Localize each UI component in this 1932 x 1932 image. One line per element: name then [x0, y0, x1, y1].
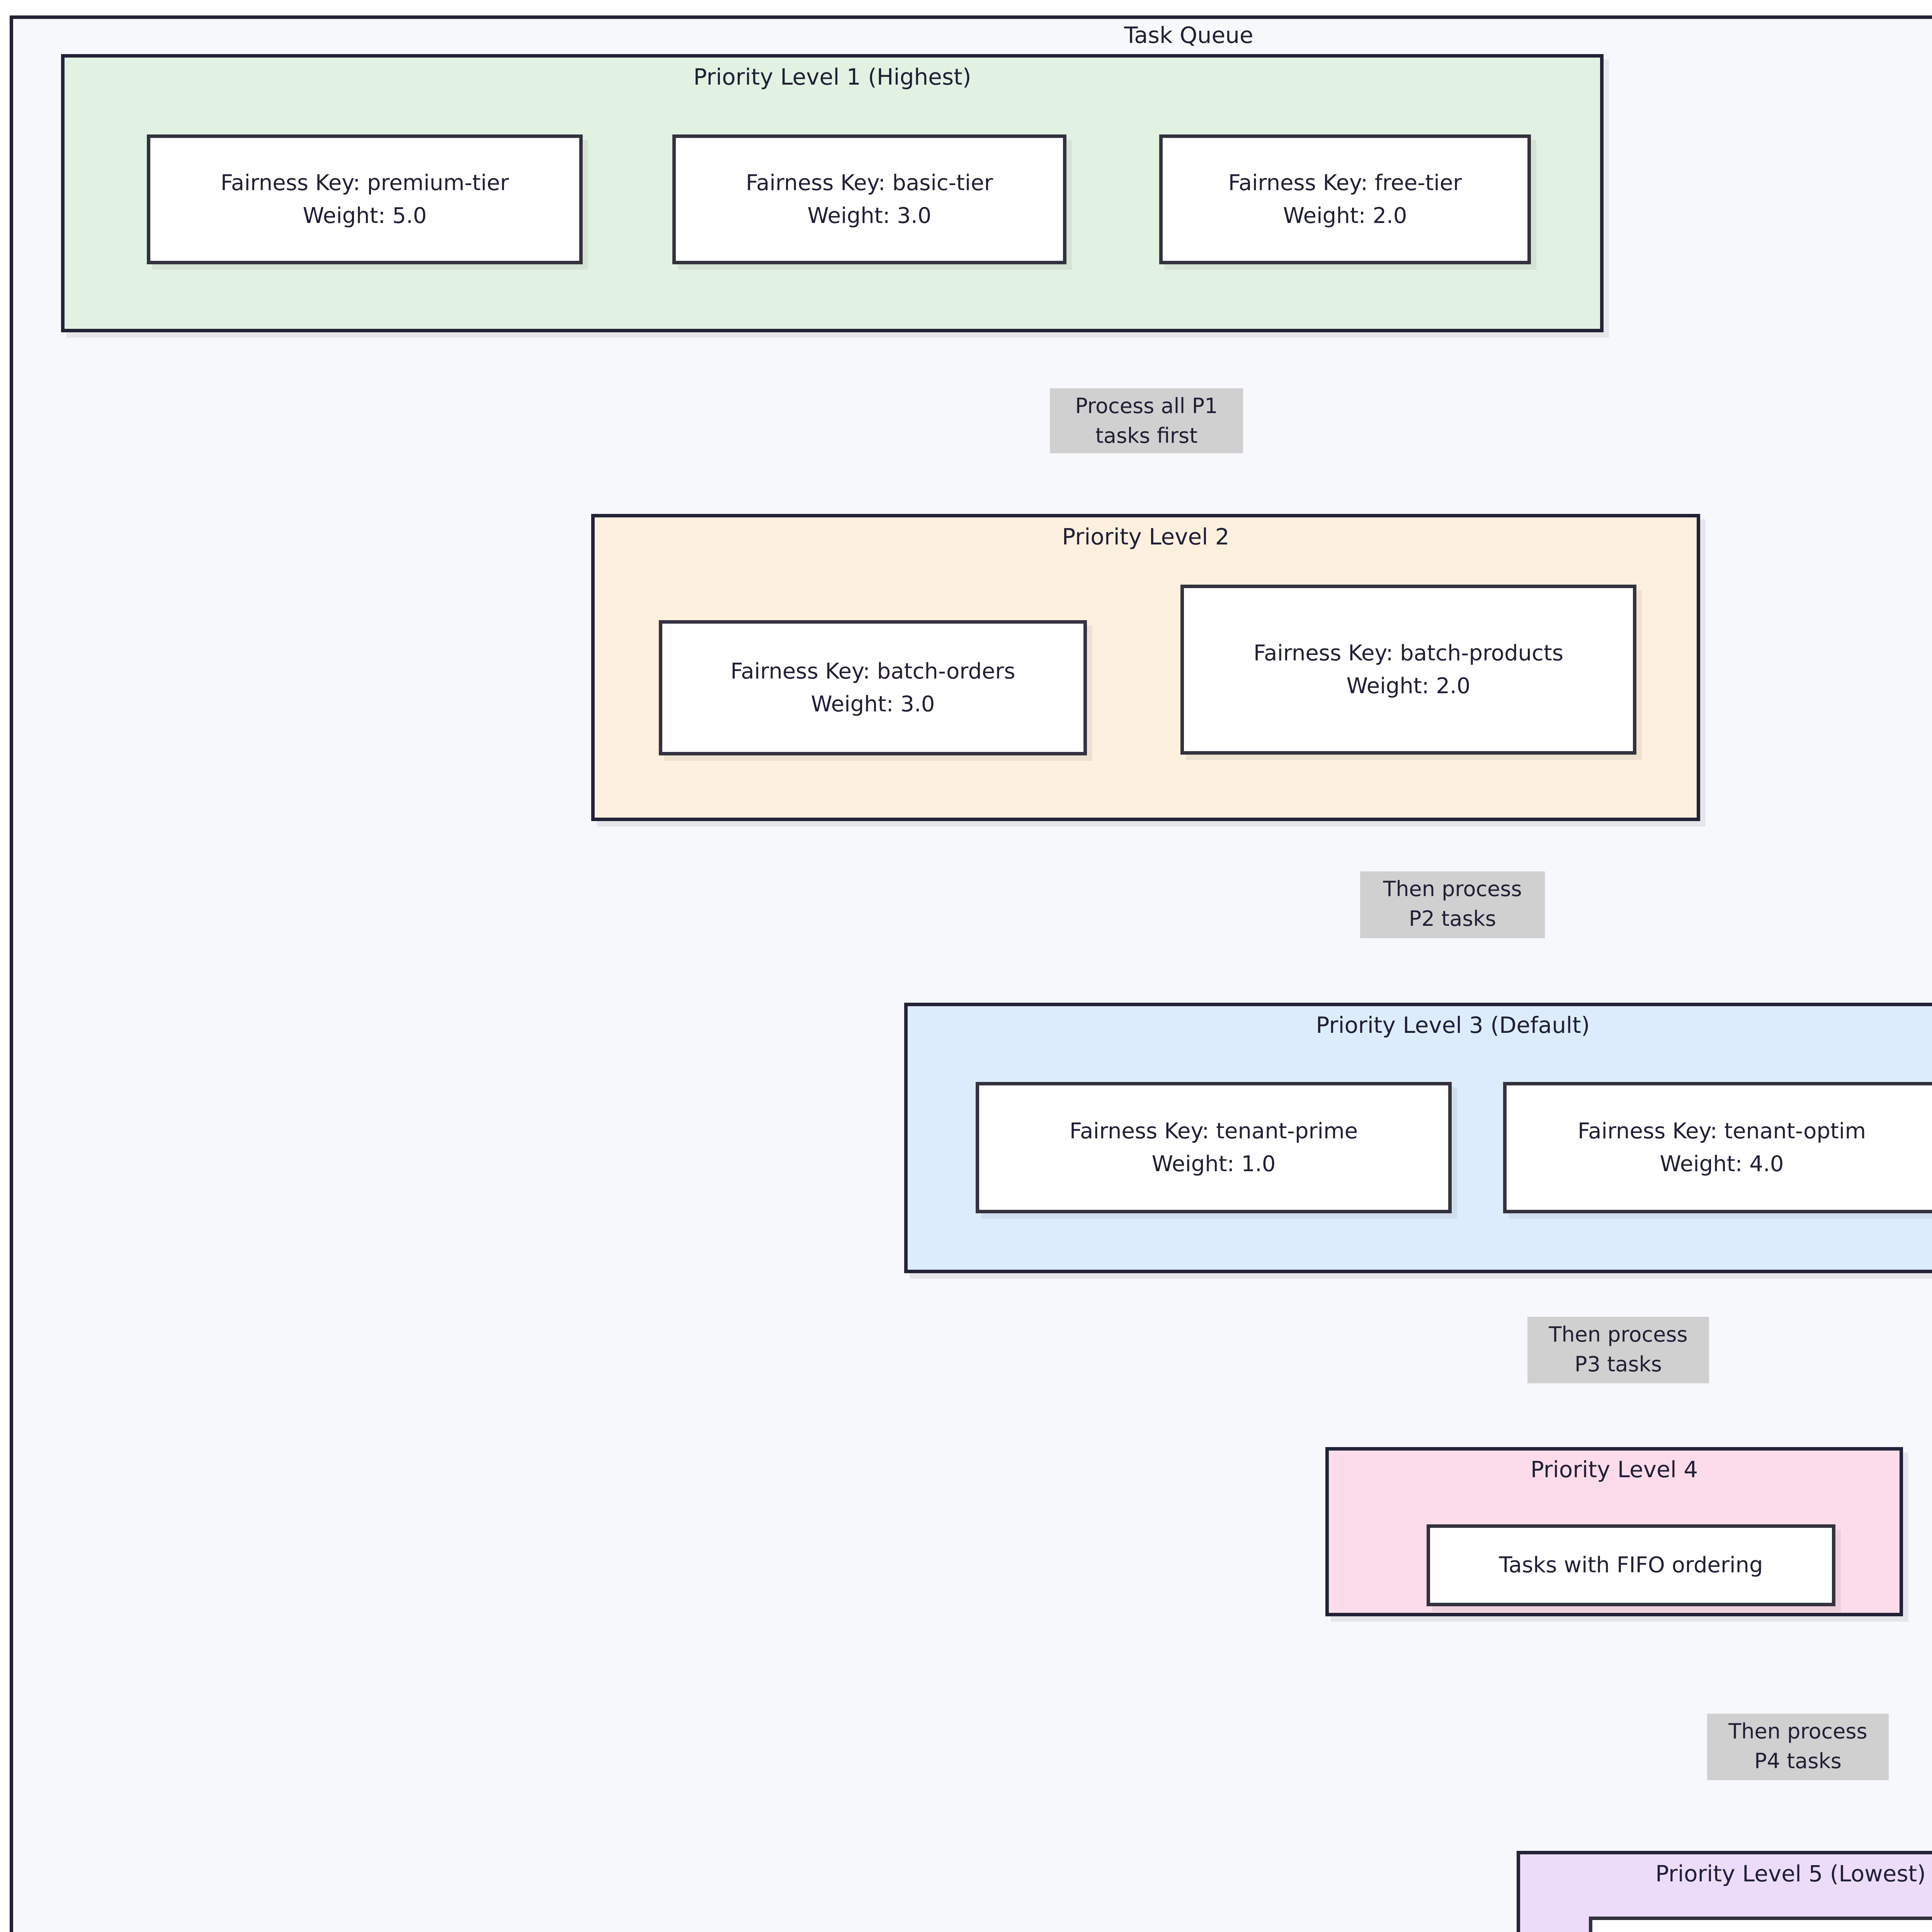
edge-label-then-process-p3-tasks: Then process P3 tasks: [1527, 1317, 1709, 1383]
node-fairness-key-batch-products[interactable]: Fairness Key: batch-products Weight: 2.0: [1180, 585, 1636, 755]
node-fairness-key-free-tier[interactable]: Fairness Key: free-tier Weight: 2.0: [1159, 134, 1531, 264]
node-fairness-key: Fairness Key: batch-products: [1253, 640, 1564, 666]
node-fairness-key-premium-tier[interactable]: Fairness Key: premium-tier Weight: 5.0: [147, 134, 583, 264]
node-weight: Weight: 4.0: [1660, 1151, 1784, 1177]
node-fairness-key: Fairness Key: basic-tier: [746, 170, 993, 196]
edge-label-process-all-p1-tasks-first: Process all P1 tasks first: [1050, 388, 1243, 453]
node-fairness-key: Fairness Key: tenant-prime: [1069, 1118, 1358, 1144]
node-label: Tasks with FIFO ordering: [1499, 1553, 1763, 1578]
node-tasks-with-fifo-ordering-p4[interactable]: Tasks with FIFO ordering: [1427, 1524, 1835, 1606]
node-fairness-key-tenant-optim[interactable]: Fairness Key: tenant-optim Weight: 4.0: [1503, 1082, 1932, 1213]
node-fairness-key-basic-tier[interactable]: Fairness Key: basic-tier Weight: 3.0: [672, 134, 1066, 264]
node-weight: Weight: 2.0: [1346, 673, 1471, 699]
node-weight: Weight: 3.0: [807, 203, 932, 228]
node-fairness-key-batch-orders[interactable]: Fairness Key: batch-orders Weight: 3.0: [659, 620, 1087, 755]
node-weight: Weight: 2.0: [1283, 203, 1407, 228]
node-weight: Weight: 3.0: [811, 692, 935, 717]
node-tasks-with-fifo-ordering-p5[interactable]: Tasks with FIFO ordering: [1589, 1917, 1932, 1932]
node-fairness-key-tenant-prime[interactable]: Fairness Key: tenant-prime Weight: 1.0: [976, 1082, 1452, 1213]
node-fairness-key: Fairness Key: batch-orders: [730, 658, 1015, 684]
edge-label-then-process-p4-tasks: Then process P4 tasks: [1707, 1714, 1889, 1780]
edge-label-then-process-p2-tasks: Then process P2 tasks: [1360, 871, 1545, 938]
node-fairness-key: Fairness Key: tenant-optim: [1578, 1118, 1866, 1144]
node-fairness-key: Fairness Key: free-tier: [1228, 170, 1462, 196]
node-weight: Weight: 1.0: [1151, 1151, 1276, 1177]
node-fairness-key: Fairness Key: premium-tier: [220, 170, 509, 196]
node-weight: Weight: 5.0: [303, 203, 427, 228]
